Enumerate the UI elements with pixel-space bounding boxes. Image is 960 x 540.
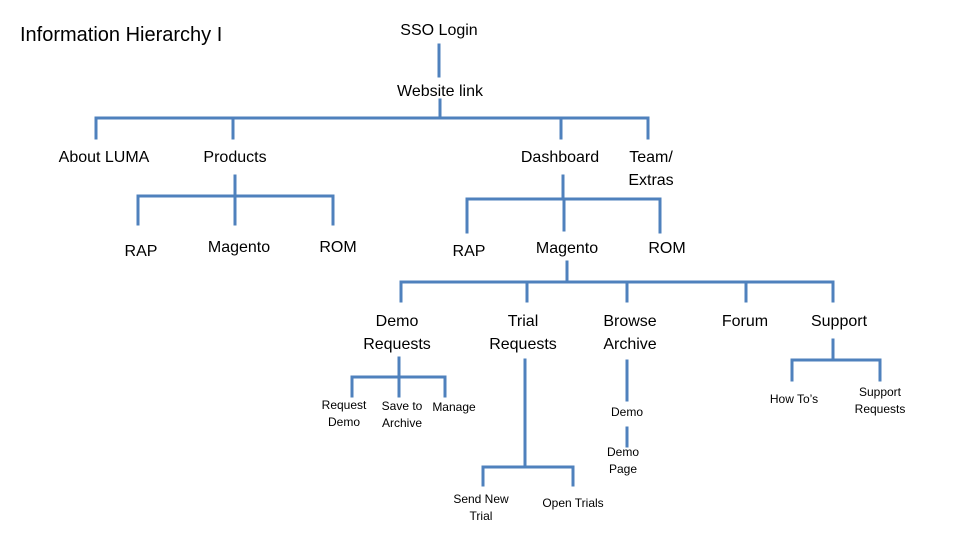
connector-magento-bracket [399, 280, 835, 303]
node-open-trials: Open Trials [542, 496, 604, 510]
node-demo-page: Demo Page [606, 445, 640, 476]
connector-support-bracket [790, 358, 882, 382]
node-save-to-archive: Save to Archive [381, 399, 423, 430]
node-dashboard-rom: ROM [648, 240, 686, 257]
node-demo: Demo [610, 405, 644, 419]
node-products: Products [203, 149, 267, 166]
connector-trial-requests-bracket [481, 465, 575, 487]
node-trial-requests: Trial Requests [489, 313, 557, 354]
connector-products-bracket [136, 194, 335, 226]
node-dashboard-rap: RAP [452, 243, 486, 260]
node-dashboard: Dashboard [520, 149, 600, 166]
node-website-link: Website link [397, 83, 483, 100]
node-products-rap: RAP [124, 243, 158, 260]
node-how-tos: How To’s [769, 392, 819, 406]
node-send-new-trial: Send New Trial [453, 492, 509, 523]
node-products-rom: ROM [319, 239, 357, 256]
node-request-demo: Request Demo [321, 398, 367, 429]
connector-demo-requests-bracket [350, 375, 447, 398]
node-support-requests: Support Requests [854, 385, 906, 416]
page-title: Information Hierarchy I [20, 24, 223, 46]
connector-website-bracket [94, 116, 650, 140]
node-demo-requests: Demo Requests [363, 313, 431, 354]
node-about-luma: About LUMA [58, 149, 150, 166]
node-sso-login: SSO Login [400, 22, 478, 39]
node-manage: Manage [432, 400, 476, 414]
node-support: Support [810, 313, 868, 330]
node-team-extras: Team/ Extras [628, 149, 674, 190]
node-products-magento: Magento [207, 239, 271, 256]
connector-dashboard-bracket [465, 197, 662, 234]
node-browse-archive: Browse Archive [603, 313, 657, 354]
node-forum: Forum [721, 313, 769, 330]
node-dashboard-magento: Magento [535, 240, 599, 257]
